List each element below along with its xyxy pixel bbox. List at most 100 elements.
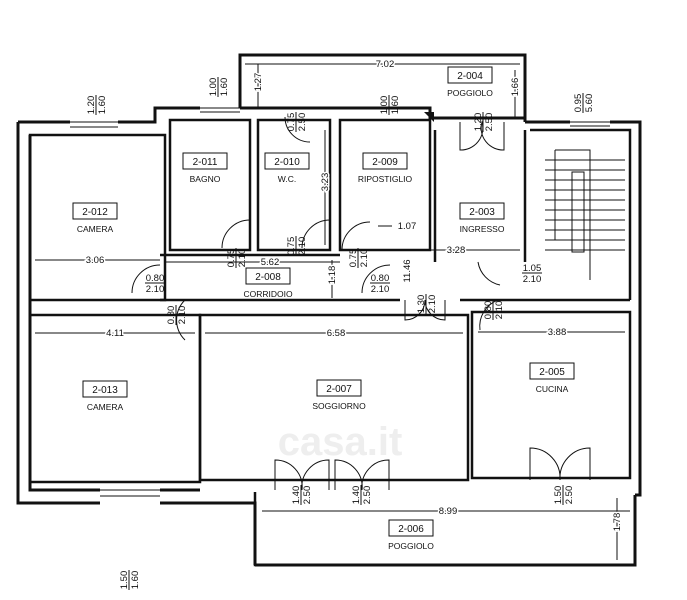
opening-height: 2.10 [146, 284, 165, 295]
room-code-box [459, 202, 505, 220]
room-code: 2-008 [255, 272, 281, 283]
dimension-label: 4.11 [106, 328, 124, 339]
room-code: 2-013 [92, 385, 118, 396]
room-name: INGRESSO [460, 224, 505, 234]
room-code: 2-011 [193, 157, 218, 168]
opening-width: 1.05 [523, 263, 542, 274]
dimension-label: 7.02 [376, 59, 395, 70]
room-name: POGGIOLO [447, 88, 493, 98]
room-code: 2-012 [82, 207, 108, 218]
opening-size: 1.052.10 [522, 263, 542, 285]
room-name: RIPOSTIGLIO [358, 174, 413, 184]
dimension-label: 1.27 [253, 73, 264, 92]
room-code: 2-006 [398, 524, 424, 535]
room-code: 2-005 [539, 367, 565, 378]
room-labels: 2-012CAMERA2-011BAGNO2-010W.C.2-009RIPOS… [72, 66, 575, 551]
opening-width: 0.95 [573, 94, 584, 113]
opening-height: 1.60 [97, 96, 108, 115]
dimension-label: 11.46 [402, 259, 413, 282]
dimension-label: 3.06 [86, 255, 105, 266]
opening-width: 0.75 [286, 113, 297, 132]
room-name: POGGIOLO [388, 541, 434, 551]
dimension-label: 8.99 [439, 506, 458, 517]
walls [16, 53, 642, 567]
room-name: CAMERA [77, 224, 114, 234]
room-code-box [388, 519, 434, 537]
opening-width: 1.40 [291, 486, 302, 505]
opening-height: 2.10 [523, 274, 542, 285]
opening-width: 1.50 [119, 571, 130, 590]
opening-height: 2.50 [302, 486, 313, 505]
dimension-label: 6.58 [327, 328, 346, 339]
opening-height: 2.10 [237, 249, 248, 268]
room-name: CAMERA [87, 402, 124, 412]
room-name: CORRIDOIO [243, 289, 293, 299]
doors [131, 116, 591, 491]
opening-width: 0.75 [226, 249, 237, 268]
opening-width: 0.80 [371, 273, 390, 284]
opening-width: 0.80 [146, 273, 165, 284]
room-code: 2-007 [326, 384, 352, 395]
opening-height: 2.10 [177, 306, 188, 325]
dimension-label: 1.66 [510, 78, 521, 97]
opening-width: 1.00 [208, 78, 219, 97]
opening-height: 1.60 [130, 571, 141, 590]
opening-height: 2.10 [494, 301, 505, 320]
room-code-box [245, 267, 291, 285]
opening-size: 0.802.10 [370, 273, 390, 295]
opening-height: 2.10 [297, 237, 308, 256]
room-code-box [447, 66, 493, 84]
room-code-box [362, 152, 408, 170]
opening-width: 1.20 [86, 96, 97, 115]
opening-height: 2.10 [427, 295, 438, 314]
opening-height: 1.60 [390, 96, 401, 115]
dimension-label: 3.88 [548, 327, 567, 338]
room-name: BAGNO [190, 174, 221, 184]
opening-width: 0.75 [348, 249, 359, 268]
watermark: casa.it [278, 420, 403, 464]
dimension-label: 1.78 [612, 513, 623, 532]
opening-height: 5.60 [584, 94, 595, 113]
room-code-box [182, 152, 228, 170]
opening-width: 0.80 [483, 301, 494, 320]
opening-height: 2.50 [564, 486, 575, 505]
opening-width: 0.75 [286, 237, 297, 256]
opening-width: 0.80 [166, 306, 177, 325]
room-name: CUCINA [536, 384, 569, 394]
opening-size: 0.802.10 [145, 273, 165, 295]
dimension-label: 5.62 [261, 257, 280, 268]
opening-width: 1.00 [379, 96, 390, 115]
dimension-label: 3.28 [447, 245, 466, 256]
room-code-box [82, 380, 128, 398]
opening-height: 2.10 [371, 284, 390, 295]
staircase [424, 112, 625, 280]
dimension-label: 1.18 [327, 266, 338, 285]
dimension-label: 3.23 [320, 173, 331, 192]
room-code: 2-009 [372, 157, 398, 168]
